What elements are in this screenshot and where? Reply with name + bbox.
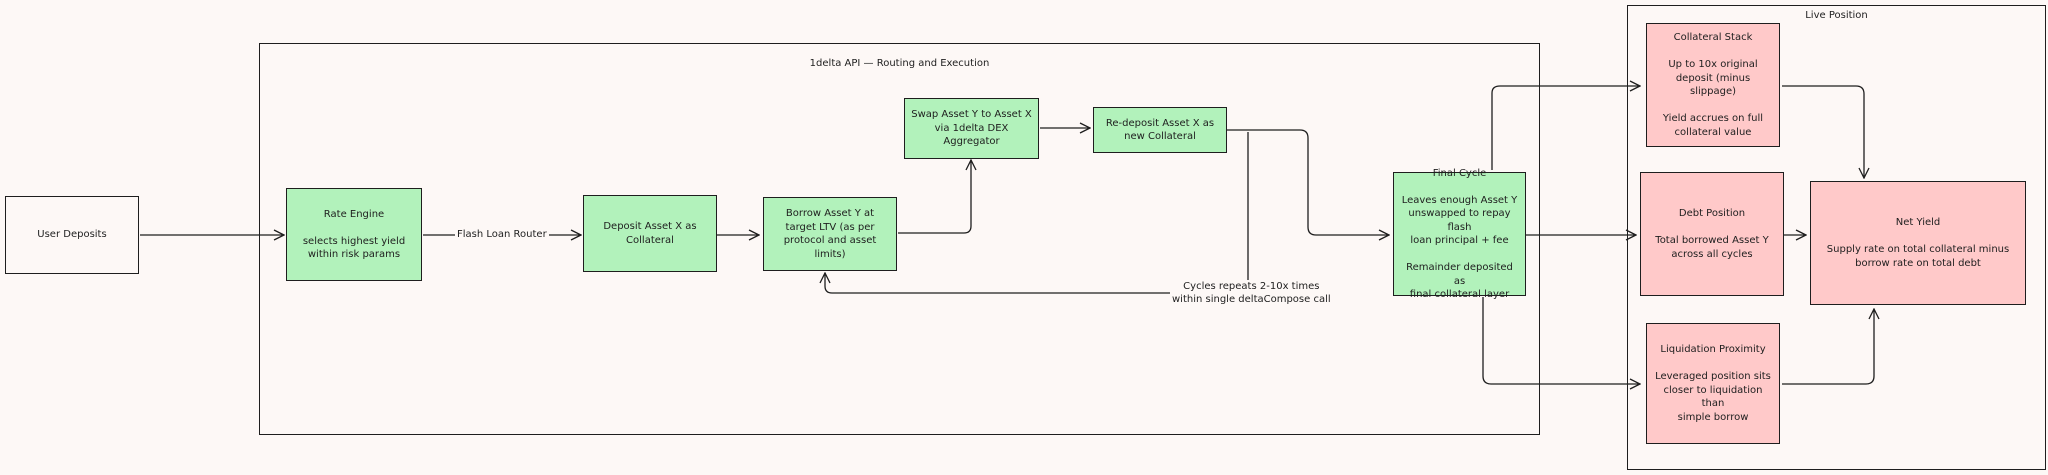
arrow-final-to-liquidation (1482, 297, 1640, 384)
rate-engine-node: Rate Engine selects highest yield within… (286, 188, 422, 281)
collateral-stack-node: Collateral Stack Up to 10x original depo… (1646, 23, 1780, 147)
final-cycle-node: Final Cycle Leaves enough Asset Y unswap… (1393, 168, 1526, 300)
arrow-borrow-to-swap (898, 160, 971, 234)
api-frame-title: 1delta API — Routing and Execution (809, 58, 990, 69)
borrow-asset-y-node: Borrow Asset Y at target LTV (as per pro… (763, 197, 897, 271)
user-deposits-node: User Deposits (5, 196, 139, 274)
arrow-final-to-collateral (1491, 86, 1640, 170)
arrow-liquidation-to-net (1782, 309, 1874, 385)
redeposit-asset-x-node: Re-deposit Asset X as new Collateral (1093, 107, 1227, 153)
deposit-asset-x-node: Deposit Asset X as Collateral (583, 195, 717, 272)
cycles-repeat-label: Cycles repeats 2-10x times within single… (1170, 280, 1333, 306)
liquidation-proximity-node: Liquidation Proximity Leveraged position… (1646, 323, 1780, 444)
flash-loan-router-label: Flash Loan Router (455, 228, 549, 241)
net-yield-node: Net Yield Supply rate on total collatera… (1810, 181, 2026, 305)
live-position-frame: Live Position (1627, 5, 2046, 470)
live-position-frame-title: Live Position (1805, 10, 1868, 21)
arrow-redeposit-to-final (1227, 129, 1389, 235)
debt-position-node: Debt Position Total borrowed Asset Y acr… (1640, 172, 1784, 296)
arrow-collateral-to-net (1782, 85, 1864, 178)
api-frame: 1delta API — Routing and Execution (259, 43, 1540, 435)
swap-y-to-x-node: Swap Asset Y to Asset X via 1delta DEX A… (904, 98, 1039, 159)
